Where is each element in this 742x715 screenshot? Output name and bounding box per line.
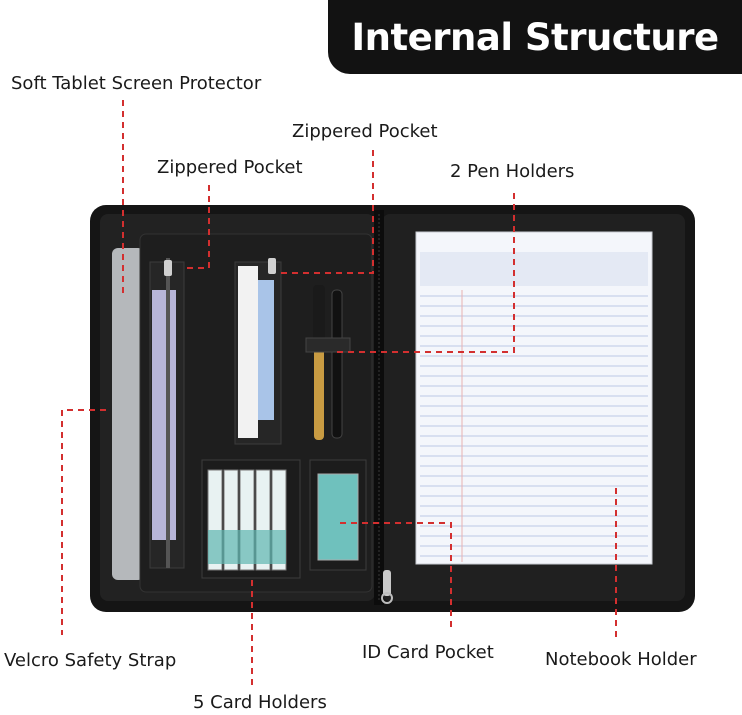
zipper-pull-left [164,260,172,276]
pocket-tickets [238,266,258,438]
label-id-card-pocket: ID Card Pocket [362,642,494,663]
label-pen-holders: 2 Pen Holders [450,161,575,182]
leader-zippered-left [183,185,210,269]
notepad [415,231,653,565]
label-card-holders: 5 Card Holders [193,692,327,713]
leader-zippered-top [278,150,374,274]
leader-pen-holders [333,193,515,353]
label-notebook-holder: Notebook Holder [545,649,697,670]
zipper-pull-top [268,258,276,274]
notepad-lines [420,295,648,557]
id-card [317,473,359,561]
card-holders [201,459,301,579]
leader-lines [61,100,617,690]
page-title: Internal Structure [351,15,719,59]
leader-velcro [61,409,106,635]
tablet-screen-protector [112,248,144,580]
label-tablet-protector: Soft Tablet Screen Protector [11,73,262,94]
pocket-paper-left [152,290,176,540]
label-velcro-strap: Velcro Safety Strap [4,650,177,671]
title-banner: Internal Structure [328,0,742,74]
label-zippered-pocket-left: Zippered Pocket [157,157,303,178]
black-pen [331,289,343,439]
label-zippered-pocket-top: Zippered Pocket [292,121,438,142]
leader-id-card [340,522,452,628]
pen-holder-loop [305,337,351,353]
zipper-pull [383,570,391,596]
notepad-calendar-header [420,252,648,286]
